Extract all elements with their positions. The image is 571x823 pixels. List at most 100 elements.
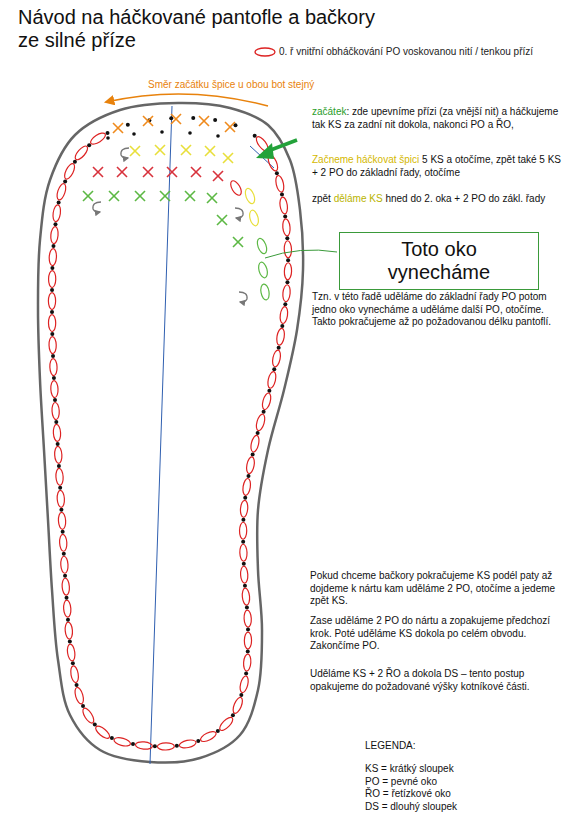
stitch-dot [169, 116, 173, 120]
stitch-dot [73, 160, 77, 164]
stitch-dot [132, 132, 136, 136]
note-block: Zase uděláme 2 PO do nártu a zopakujeme … [310, 615, 565, 653]
stitch-dot [256, 431, 260, 435]
stitch-dot [251, 452, 255, 456]
direction-arrow [106, 94, 268, 106]
cross-stroke [83, 191, 93, 201]
stitch-ellipse [240, 566, 248, 583]
stitch-ellipse [244, 187, 257, 205]
note-block: LEGENDA: [365, 740, 555, 753]
note-block: Začneme háčkovat špici5 KS a otočíme, zp… [312, 154, 564, 179]
stitch-dot [246, 650, 250, 654]
stitch-dot [75, 683, 79, 687]
cross-stroke [135, 191, 145, 201]
stitch-dot [244, 671, 248, 675]
stitch-dot [188, 131, 192, 135]
stitch-ellipse [55, 468, 63, 485]
stitch-dot [50, 266, 54, 270]
stitch-cross [191, 167, 201, 177]
cross-stroke [225, 122, 235, 132]
stitch-dot [153, 744, 157, 748]
stitch-cross [205, 146, 215, 156]
stitch-dot [106, 136, 110, 140]
stitch-ellipse [266, 371, 277, 389]
stitch-cross [181, 145, 191, 155]
stitch-dot [246, 628, 250, 632]
cross-stroke [185, 191, 195, 201]
cross-stroke [93, 167, 103, 177]
stitch-dot [126, 123, 130, 127]
stitch-cross [185, 191, 195, 201]
cross-stroke [143, 116, 153, 126]
stitch-dot [242, 562, 246, 566]
cross-stroke [155, 145, 165, 155]
stitch-dot [61, 530, 65, 534]
stitch-ellipse [284, 263, 292, 280]
stitch-ellipse [63, 162, 77, 180]
cross-stroke [217, 215, 227, 225]
stitch-ellipse [257, 261, 269, 279]
turn-arrow [235, 208, 243, 218]
stitch-dot [241, 518, 245, 522]
stitch-ellipse [242, 478, 252, 496]
stitch-ellipse [248, 209, 260, 227]
stitch-cross [93, 167, 103, 177]
cross-stroke [207, 193, 217, 203]
stitch-dot [65, 596, 69, 600]
stitch-dot [283, 302, 287, 306]
stitch-ellipse [240, 544, 248, 561]
cross-stroke [199, 116, 209, 126]
cross-stroke [143, 167, 153, 177]
stitch-ellipse [274, 175, 285, 193]
stitch-ellipse [179, 739, 197, 750]
stitch-cross [130, 146, 140, 156]
stitch-dot [243, 496, 247, 500]
stitch-dot [216, 134, 220, 138]
cross-stroke [109, 191, 119, 201]
stitch-ellipse [60, 556, 68, 573]
stitch-ellipse [256, 237, 269, 255]
cross-stroke [83, 191, 93, 201]
stitch-dot [54, 420, 58, 424]
stitch-ellipse [239, 522, 246, 539]
stitch-dot [285, 280, 289, 284]
cross-stroke [213, 171, 223, 181]
cross-stroke [199, 116, 209, 126]
note-text: děláme KS [334, 193, 383, 204]
stitch-marks [83, 114, 270, 302]
cross-stroke [207, 193, 217, 203]
cross-stroke [130, 146, 140, 156]
stitch-dot [191, 116, 195, 120]
stitch-dot [285, 236, 289, 240]
cross-stroke [93, 167, 103, 177]
stitch-ellipse [50, 380, 58, 397]
stitch-dot [50, 332, 54, 336]
stitch-ellipse [279, 306, 288, 324]
stitch-ellipse [244, 632, 251, 649]
stitch-dot [51, 354, 55, 358]
cross-stroke [143, 167, 153, 177]
stitch-dot [53, 222, 57, 226]
stitch-dot [213, 118, 217, 122]
cross-stroke [213, 171, 223, 181]
stitch-ellipse [239, 675, 250, 693]
stitch-dot [272, 367, 276, 371]
note-text: : zde upevníme přízi (za vnější nit) a h… [312, 106, 558, 130]
stitch-ellipse [49, 248, 57, 265]
title: Návod na háčkované pantofle a bačkory ze… [18, 6, 380, 52]
note-block: Tzn. v této řadě uděláme do základní řad… [312, 291, 562, 329]
stitch-cross [155, 145, 165, 155]
stitch-ellipse [53, 424, 61, 441]
stitch-dot [262, 410, 266, 414]
stitch-dot [280, 324, 284, 328]
stitch-ellipse [48, 271, 55, 288]
stitch-ellipse [135, 741, 153, 750]
stitch-dot [62, 552, 66, 556]
stitch-cross [113, 123, 123, 133]
stitch-cross [167, 167, 177, 177]
legend: KS = krátký sloupekPO = pevné okoŘO = ře… [365, 763, 555, 813]
stitch-ellipse [229, 179, 244, 197]
stitch-dot [51, 244, 55, 248]
stitch-cross [213, 171, 223, 181]
